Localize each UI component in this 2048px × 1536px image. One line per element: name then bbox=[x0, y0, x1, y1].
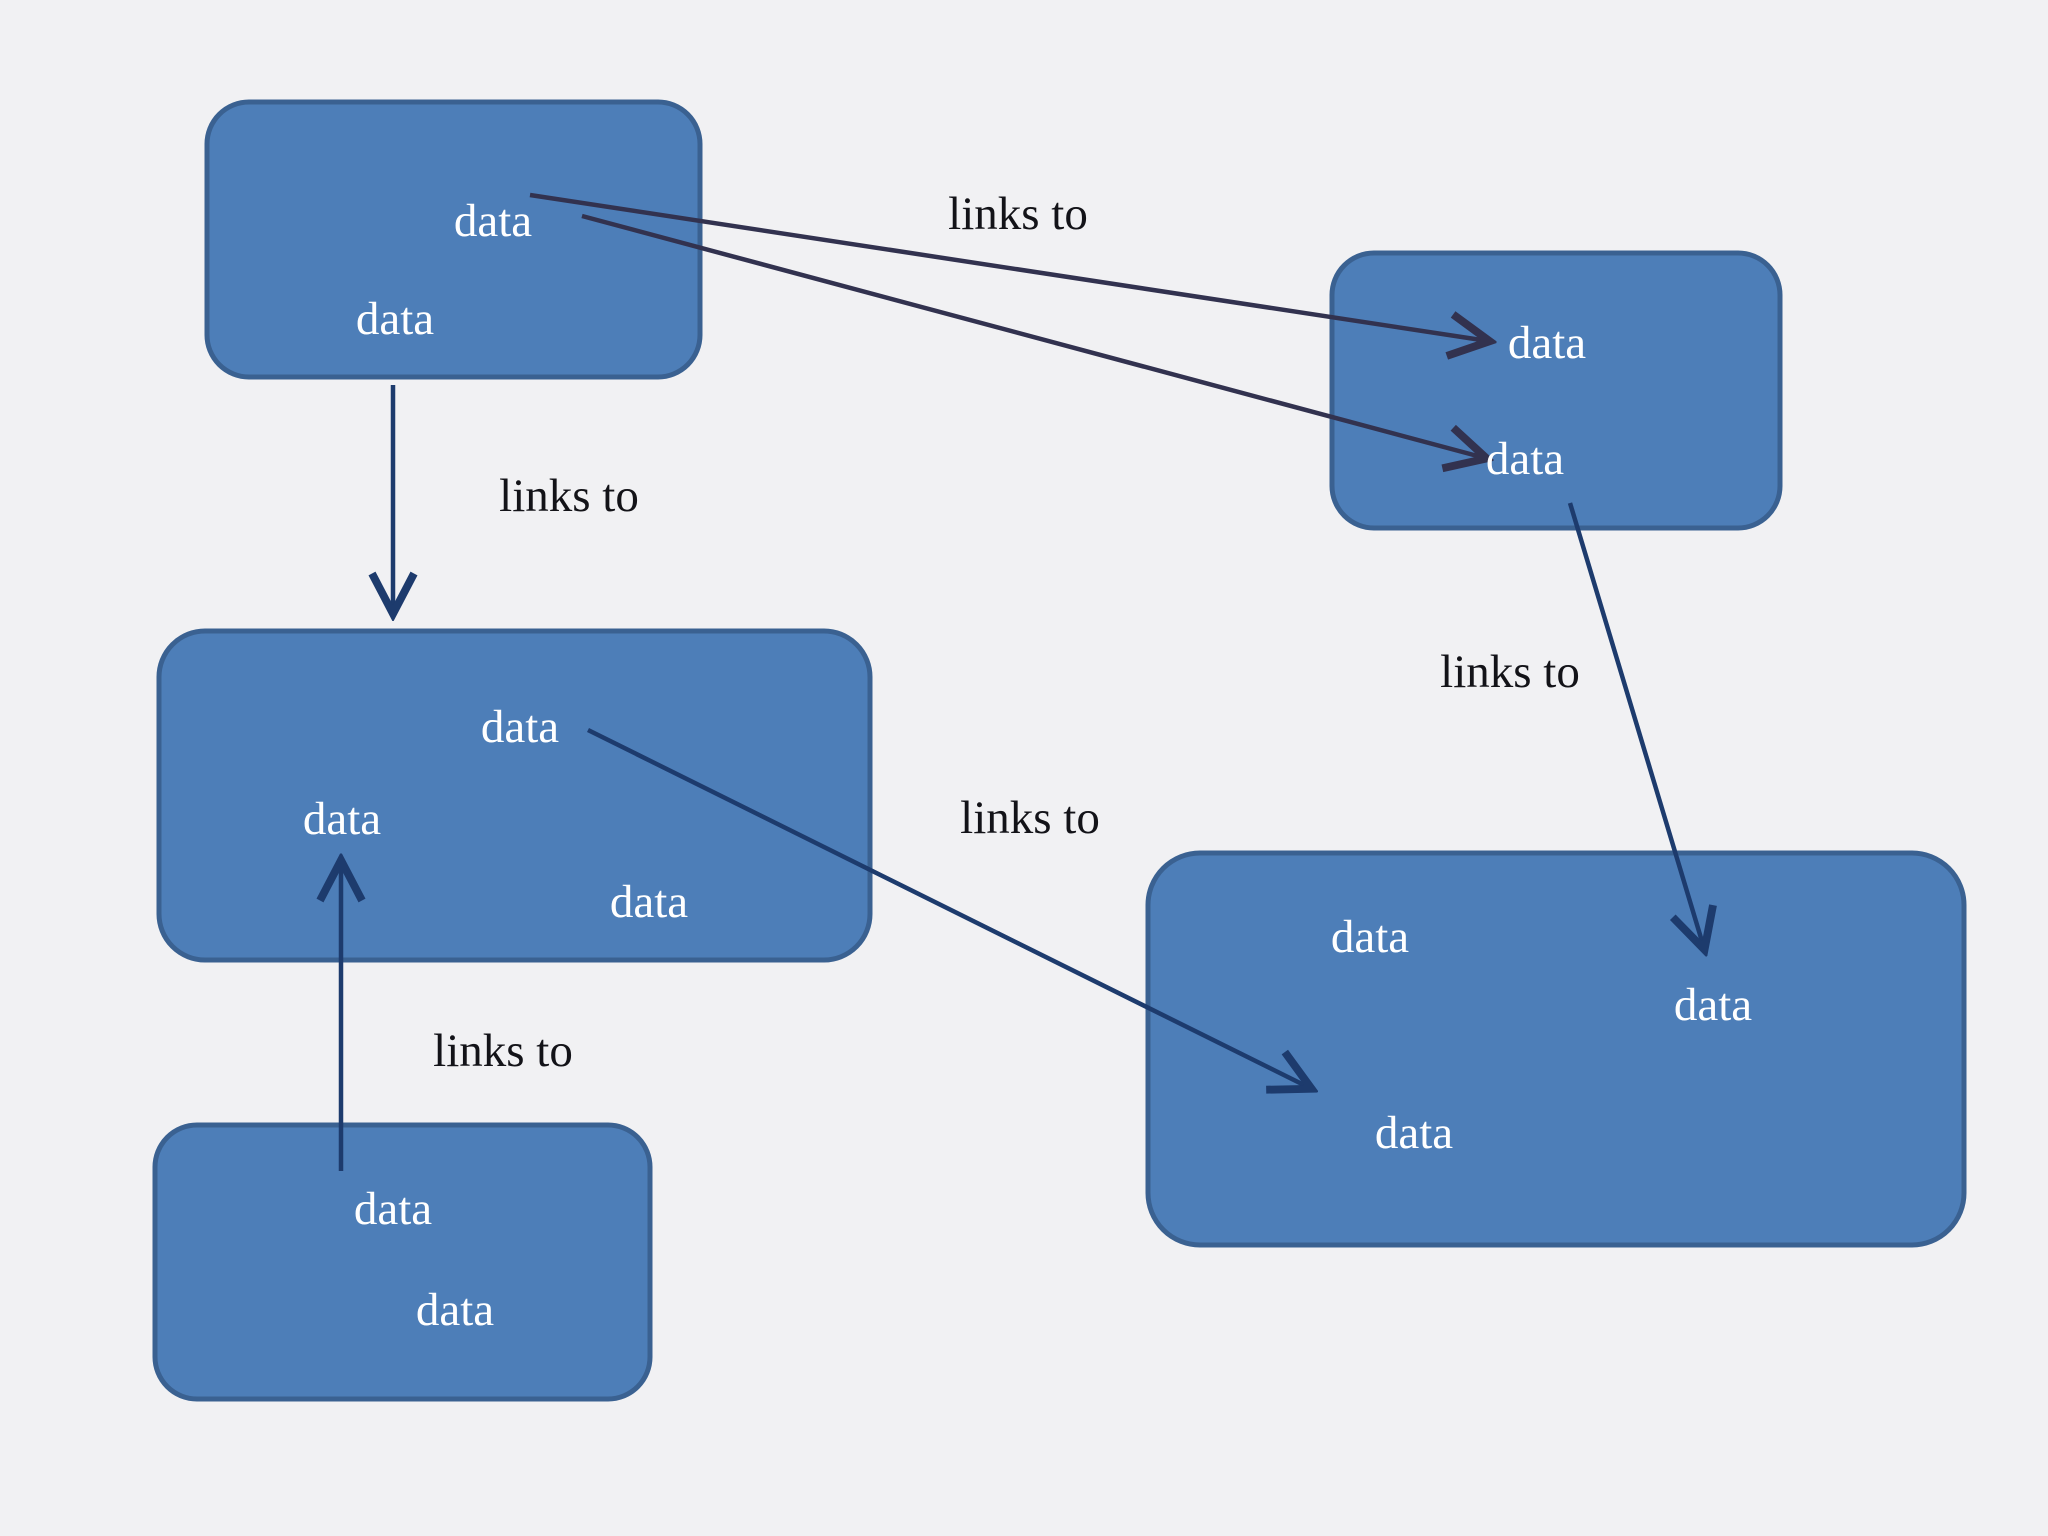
node-top-right bbox=[1329, 250, 1783, 531]
node-bottom-left bbox=[152, 1122, 653, 1402]
node-label: data bbox=[1674, 979, 1752, 1031]
edge-topleft-to-topright-2 bbox=[581, 213, 1485, 458]
edge-label: links to bbox=[948, 188, 1088, 240]
node-label: data bbox=[1486, 433, 1564, 485]
node-label: data bbox=[481, 701, 559, 753]
edge-label: links to bbox=[960, 792, 1100, 844]
node-bottom-right bbox=[1145, 850, 1967, 1248]
node-label: data bbox=[1375, 1107, 1453, 1159]
node-label: data bbox=[454, 195, 532, 247]
node-label: data bbox=[356, 293, 434, 345]
edge-topleft-to-topright-1 bbox=[529, 192, 1488, 341]
node-label: data bbox=[303, 793, 381, 845]
edge-label: links to bbox=[1440, 646, 1580, 698]
edge-label: links to bbox=[433, 1025, 573, 1077]
node-label: data bbox=[416, 1284, 494, 1336]
node-label: data bbox=[354, 1183, 432, 1235]
node-label: data bbox=[1508, 317, 1586, 369]
edge-middleleft-to-bottomright bbox=[587, 727, 1310, 1088]
node-label: data bbox=[610, 876, 688, 928]
edge-topright-to-bottomright bbox=[1567, 502, 1704, 948]
node-middle-left bbox=[156, 628, 873, 963]
edge-label: links to bbox=[499, 470, 639, 522]
node-label: data bbox=[1331, 911, 1409, 963]
node-top-left bbox=[204, 99, 703, 380]
